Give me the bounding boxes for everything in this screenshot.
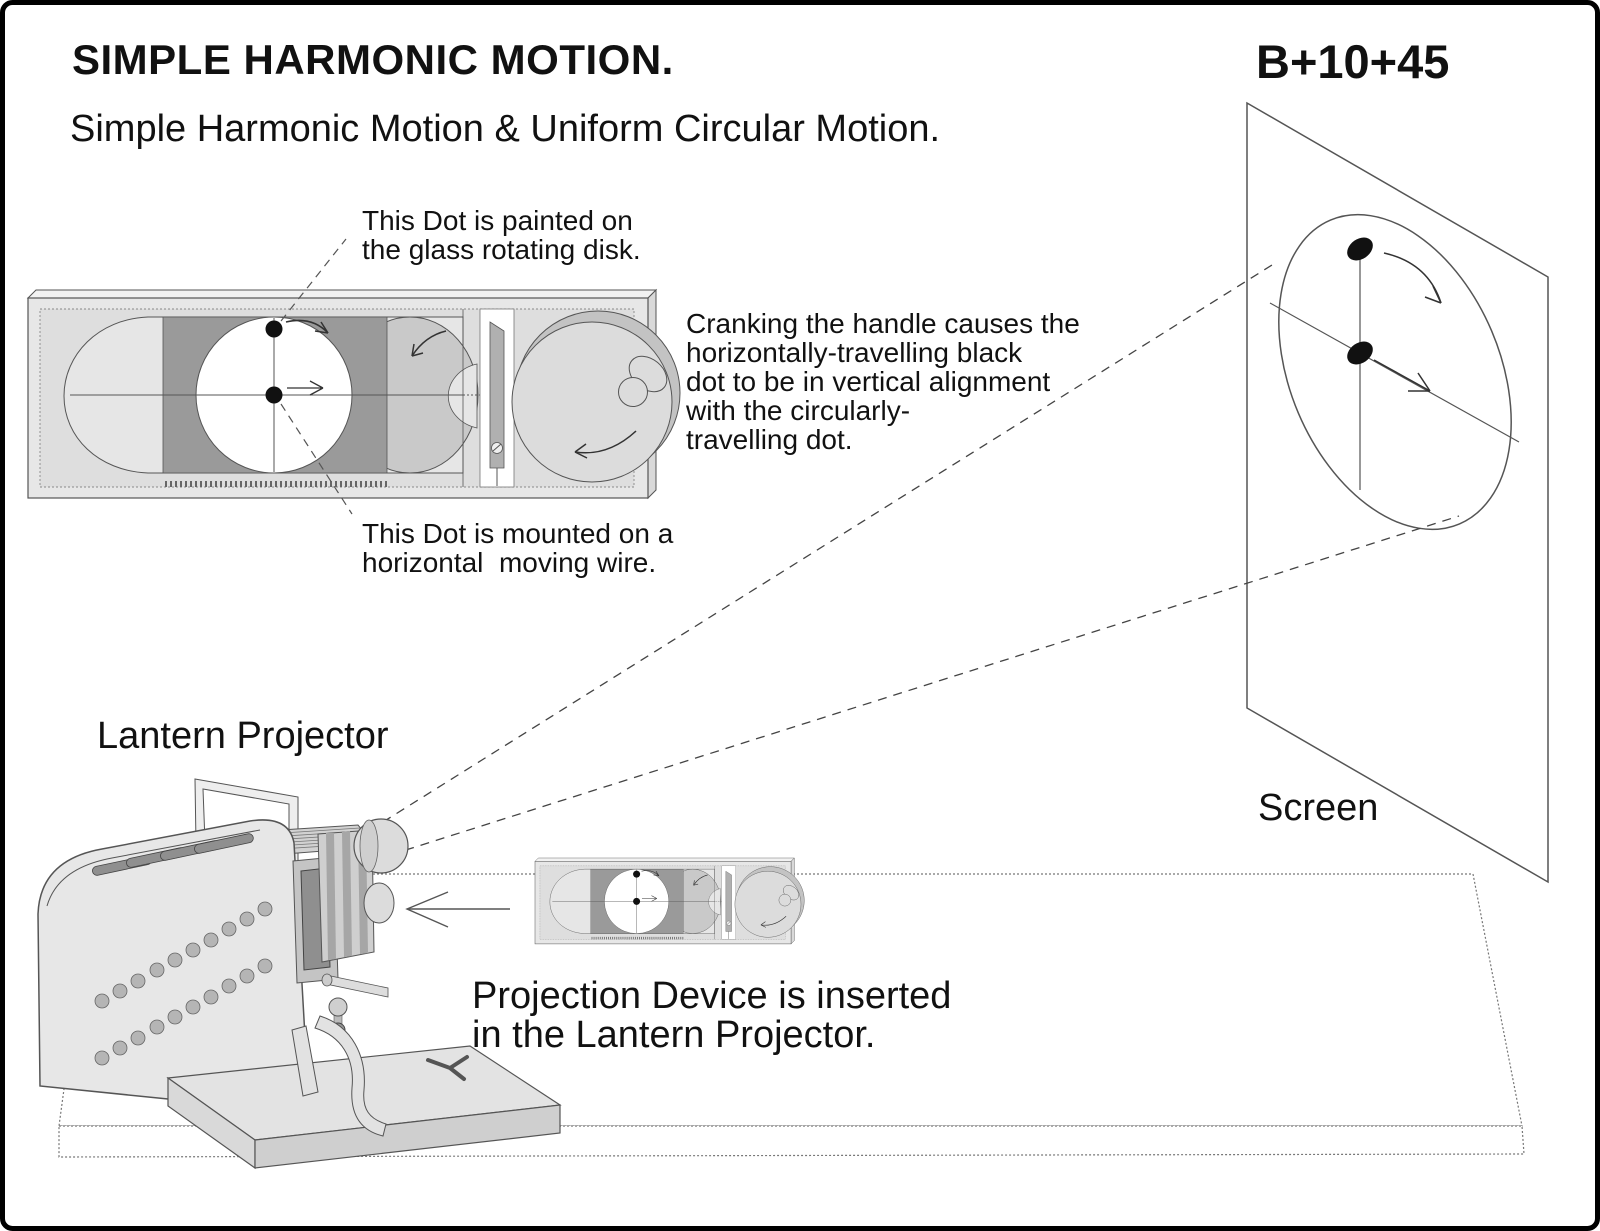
label-lantern-projector: Lantern Projector <box>97 715 389 757</box>
projected-circular-dot <box>1347 237 1373 261</box>
projected-horizontal-dot <box>1347 341 1373 365</box>
label-screen: Screen <box>1258 787 1378 829</box>
annotation-painted-dot: This Dot is painted on the glass rotatin… <box>362 205 641 265</box>
svg-text:This Dot is mounted on a: This Dot is mounted on a <box>362 518 674 549</box>
svg-text:in the Lantern Projector.: in the Lantern Projector. <box>472 1014 875 1056</box>
vent-slots <box>92 833 254 876</box>
leader-mounted-dot <box>280 403 353 515</box>
catalog-code: B+10+45 <box>1256 35 1449 88</box>
leader-painted-dot <box>280 238 347 322</box>
projection-device-small <box>533 856 806 946</box>
svg-text:with the circularly-: with the circularly- <box>685 395 910 426</box>
beam-lower <box>389 515 1460 856</box>
annotation-projection-device: Projection Device is inserted in the Lan… <box>472 975 951 1056</box>
screen <box>1246 101 1549 884</box>
insert-arrow <box>405 891 510 928</box>
svg-text:horizontal moving wire.: horizontal moving wire. <box>362 547 656 578</box>
annotation-mounted-dot: This Dot is mounted on a horizontal movi… <box>362 518 674 578</box>
svg-text:dot to be in vertical alignmen: dot to be in vertical alignment <box>686 366 1050 397</box>
annotation-cranking: Cranking the handle causes the horizonta… <box>685 308 1080 455</box>
projection-beams <box>382 264 1460 856</box>
projected-image <box>1269 213 1520 531</box>
lantern-projector <box>37 778 562 1170</box>
support-leg <box>314 1015 387 1137</box>
svg-text:Projection Device is inserted: Projection Device is inserted <box>472 975 951 1017</box>
svg-text:horizontally-travelling black: horizontally-travelling black <box>686 337 1023 368</box>
vent-holes <box>94 901 273 1066</box>
projection-device-large <box>28 238 680 515</box>
svg-text:the glass rotating disk.: the glass rotating disk. <box>362 234 641 265</box>
page-title: SIMPLE HARMONIC MOTION. <box>72 36 674 83</box>
fork-piece <box>426 1055 469 1081</box>
adjust-knob <box>328 997 348 1017</box>
svg-text:travelling dot.: travelling dot. <box>686 424 853 455</box>
svg-text:Cranking the handle causes the: Cranking the handle causes the <box>686 308 1080 339</box>
svg-text:This Dot is painted on: This Dot is painted on <box>362 205 633 236</box>
page-subtitle: Simple Harmonic Motion & Uniform Circula… <box>70 108 940 150</box>
